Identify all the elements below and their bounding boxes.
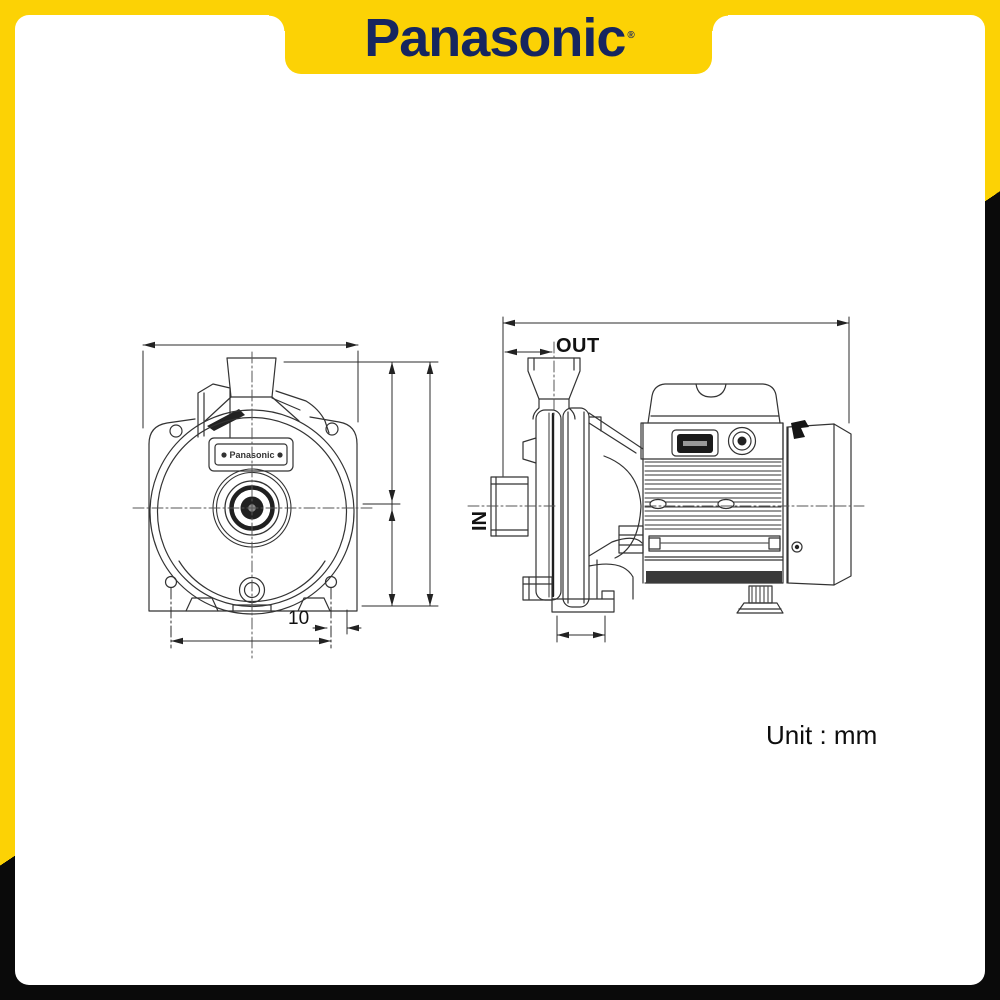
inlet-label: IN bbox=[469, 511, 491, 531]
cooling-fins bbox=[644, 461, 782, 530]
motor-body bbox=[640, 383, 788, 584]
motor-end-cover bbox=[787, 420, 852, 586]
white-canvas bbox=[15, 15, 985, 985]
front-view: Panasonic bbox=[132, 341, 439, 659]
panasonic-logo-text: Panasonic bbox=[364, 8, 626, 68]
side-view bbox=[467, 316, 865, 643]
side-view-dimensions bbox=[502, 316, 850, 643]
front-view-dimensions bbox=[142, 341, 439, 649]
outlet-label: OUT bbox=[556, 335, 600, 357]
unit-note: Unit : mm bbox=[766, 720, 878, 750]
nameplate: Panasonic bbox=[208, 437, 294, 472]
outlet-port bbox=[527, 357, 581, 420]
priming-lever-mark bbox=[207, 409, 245, 431]
bolt-offset-dimension-label: 10 bbox=[288, 608, 310, 629]
motor-foot bbox=[736, 585, 784, 614]
logo-tab-fillet-right bbox=[712, 15, 728, 31]
logo-tab-fillet-left bbox=[269, 15, 285, 31]
trademark-symbol: ® bbox=[627, 29, 635, 41]
panasonic-logo: Panasonic® bbox=[285, 0, 712, 74]
